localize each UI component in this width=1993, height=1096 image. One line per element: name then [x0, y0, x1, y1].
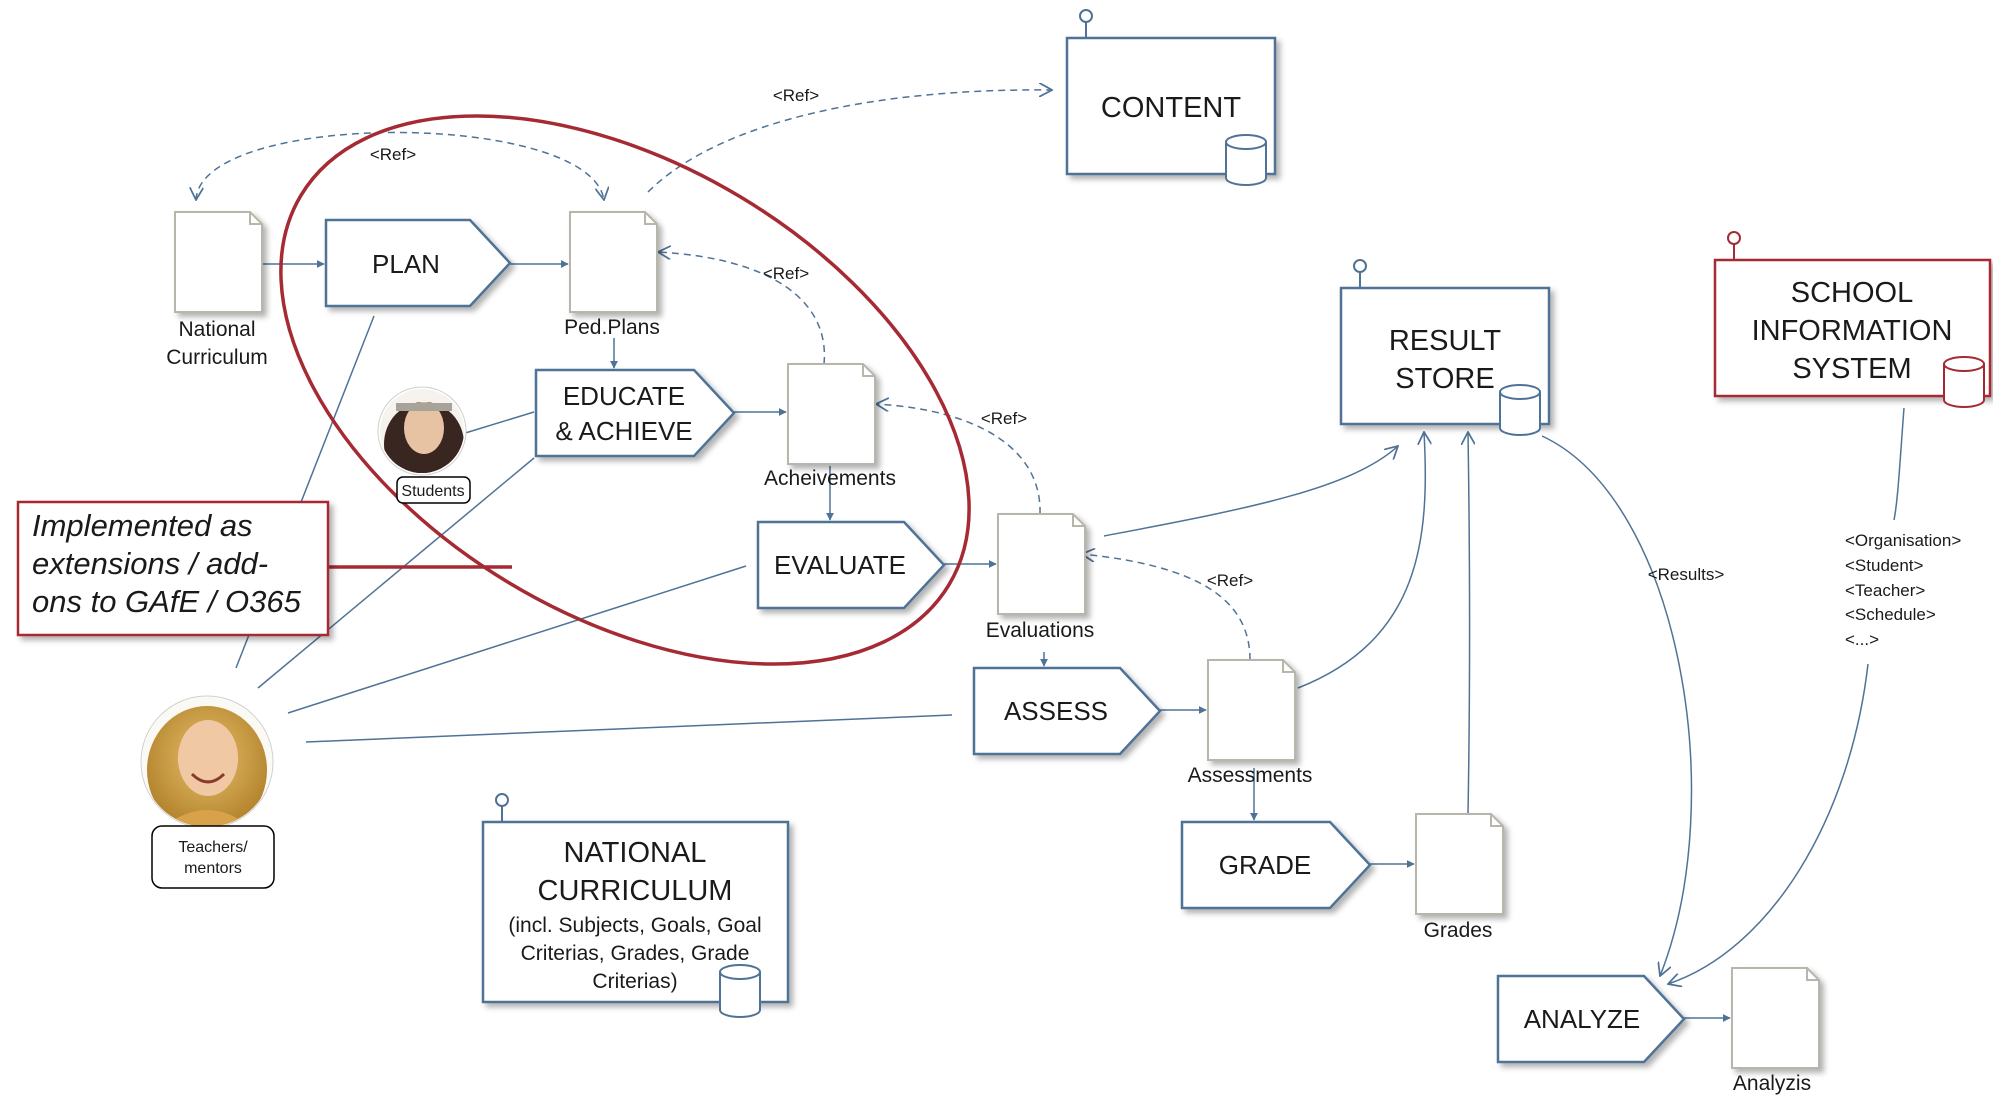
sis-data-list: <Organisation> <Student> <Teacher> <Sche… — [1845, 531, 1961, 649]
system-result-store-title-1: RESULT — [1389, 325, 1502, 357]
process-grade-label: GRADE — [1219, 850, 1311, 880]
process-grade[interactable]: GRADE — [1180, 820, 1372, 910]
process-analyze[interactable]: ANALYZE — [1496, 974, 1686, 1064]
database-icon — [1943, 356, 1985, 408]
actor-students[interactable]: Students — [377, 386, 471, 504]
interface-icon — [1353, 259, 1367, 273]
sis-data-item: <Organisation> — [1845, 531, 1961, 550]
actor-teachers-label-2: mentors — [184, 860, 242, 877]
process-evaluate[interactable]: EVALUATE — [756, 520, 946, 610]
ref-evaluations-achievements — [876, 404, 1041, 515]
process-plan-label: PLAN — [372, 249, 440, 279]
system-national-curriculum[interactable]: NATIONAL CURRICULUM (incl. Subjects, Goa… — [481, 793, 790, 1018]
sis-line-top — [1893, 407, 1905, 521]
document-achievements[interactable]: Acheivements — [764, 363, 896, 490]
teacher-educate-line — [257, 457, 535, 689]
system-result-store[interactable]: RESULT STORE — [1339, 259, 1551, 436]
process-educate-label-1: EDUCATE — [563, 381, 685, 411]
process-assess-label: ASSESS — [1004, 696, 1108, 726]
process-assess[interactable]: ASSESS — [972, 666, 1162, 756]
ref-assessments-evaluations — [1082, 554, 1251, 661]
sis-data-item: <Schedule> — [1845, 605, 1936, 624]
interface-icon — [495, 793, 509, 807]
reference-arrows — [196, 90, 1251, 661]
process-evaluate-label: EVALUATE — [774, 550, 906, 580]
document-analyzis-label: Analyzis — [1733, 1072, 1811, 1095]
system-nc-sub-2: Criterias, Grades, Grade — [521, 942, 750, 965]
ref-label-assessments: <Ref> — [1207, 571, 1253, 590]
actor-teachers-label-1: Teachers/ — [178, 839, 248, 856]
interface-icon — [1079, 9, 1093, 23]
system-result-store-title-2: STORE — [1395, 363, 1494, 395]
callout-line-2: extensions / add- — [32, 546, 268, 581]
process-educate[interactable]: EDUCATE & ACHIEVE — [534, 368, 736, 458]
interface-icon — [1727, 231, 1741, 245]
result-arrows — [1103, 407, 1905, 984]
ref-achievements-pedplans — [658, 252, 826, 365]
document-assessments[interactable]: Assessments — [1188, 659, 1313, 787]
ref-pedplans-content — [647, 90, 1052, 193]
arrow-evaluations-resultstore — [1103, 446, 1398, 537]
callout-line-3: ons to GAfE / O365 — [32, 584, 302, 619]
scope-ellipse — [279, 114, 971, 666]
system-nc-title-1: NATIONAL — [564, 837, 707, 869]
system-sis-title-1: SCHOOL — [1791, 277, 1913, 309]
document-national-curriculum-label-2: Curriculum — [166, 346, 268, 369]
ref-label-achievements: <Ref> — [763, 264, 809, 283]
student-photo — [380, 389, 464, 473]
document-evaluations[interactable]: Evaluations — [986, 513, 1095, 642]
ref-curriculum-pedplans — [196, 131, 604, 201]
arrow-sis-analyze — [1668, 663, 1869, 984]
document-ped-plans[interactable]: Ped.Plans — [564, 211, 660, 339]
flow-arrows — [262, 260, 1731, 1022]
process-educate-label-2: & ACHIEVE — [555, 416, 692, 446]
sis-data-item: <...> — [1845, 630, 1879, 649]
document-achievements-label: Acheivements — [764, 467, 896, 490]
system-nc-title-2: CURRICULUM — [538, 875, 733, 907]
process-analyze-label: ANALYZE — [1524, 1004, 1641, 1034]
system-nc-sub-3: Criterias) — [592, 970, 677, 993]
sis-data-item: <Student> — [1845, 556, 1924, 575]
document-grades-label: Grades — [1424, 919, 1493, 942]
system-sis-title-3: SYSTEM — [1792, 353, 1911, 385]
system-content[interactable]: CONTENT — [1065, 9, 1277, 186]
system-sis-title-2: INFORMATION — [1752, 315, 1953, 347]
sis-data-item: <Teacher> — [1845, 581, 1925, 600]
student-educate-line — [461, 411, 535, 435]
arrow-resultstore-analyze — [1541, 435, 1693, 976]
document-evaluations-label: Evaluations — [986, 619, 1095, 642]
teacher-assess-line — [305, 714, 953, 743]
document-national-curriculum[interactable]: National Curriculum — [166, 211, 268, 369]
ref-label-results: <Results> — [1648, 565, 1725, 584]
arrow-grades-resultstore — [1468, 432, 1470, 815]
database-icon — [719, 964, 761, 1018]
callout-box: Implemented as extensions / add- ons to … — [16, 500, 330, 637]
system-school-information[interactable]: SCHOOL INFORMATION SYSTEM — [1713, 231, 1992, 408]
ref-label-curriculum: <Ref> — [370, 145, 416, 164]
ref-label-evaluations: <Ref> — [981, 409, 1027, 428]
system-nc-sub-1: (incl. Subjects, Goals, Goal — [508, 914, 761, 937]
database-icon — [1499, 384, 1541, 436]
actor-students-label: Students — [401, 483, 464, 500]
teacher-evaluate-line — [287, 565, 747, 714]
document-analyzis[interactable]: Analyzis — [1731, 967, 1820, 1095]
document-grades[interactable]: Grades — [1415, 813, 1504, 942]
actor-teachers[interactable]: Teachers/ mentors — [140, 695, 275, 889]
document-national-curriculum-label-1: National — [178, 318, 255, 341]
arrow-assessments-resultstore — [1297, 432, 1425, 689]
document-ped-plans-label: Ped.Plans — [564, 316, 660, 339]
system-content-title: CONTENT — [1101, 92, 1241, 124]
process-plan[interactable]: PLAN — [324, 218, 512, 308]
ref-label-content: <Ref> — [773, 86, 819, 105]
document-assessments-label: Assessments — [1188, 764, 1313, 787]
database-icon — [1225, 134, 1267, 186]
teacher-photo — [142, 697, 272, 827]
callout-line-1: Implemented as — [32, 508, 253, 543]
